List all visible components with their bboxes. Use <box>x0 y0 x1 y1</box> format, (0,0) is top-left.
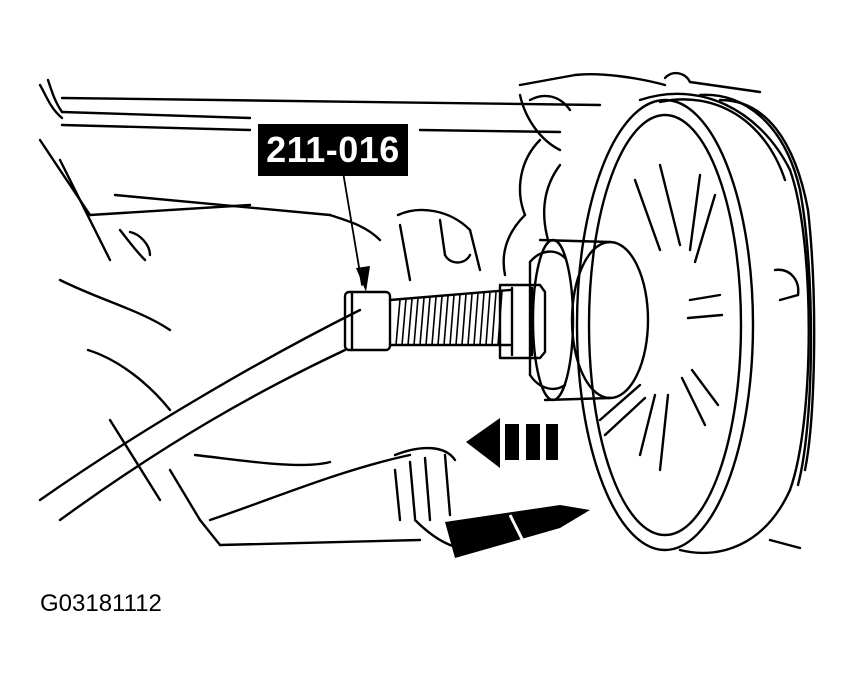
screw-threads <box>395 290 503 346</box>
tool-number-callout: 211-016 <box>258 124 408 176</box>
forcing-screw <box>343 283 547 360</box>
figure-id: G03181112 <box>40 590 162 617</box>
tool-number-label: 211-016 <box>266 129 400 170</box>
callout-leader-line <box>342 171 363 286</box>
arrow-left-dashed-icon <box>466 418 558 468</box>
crankshaft-pulley <box>575 92 816 554</box>
lower-hoses <box>38 228 462 550</box>
engine-block <box>38 71 762 282</box>
leader-arrowhead <box>356 266 370 292</box>
arrow-right-solid-icon <box>445 505 590 558</box>
